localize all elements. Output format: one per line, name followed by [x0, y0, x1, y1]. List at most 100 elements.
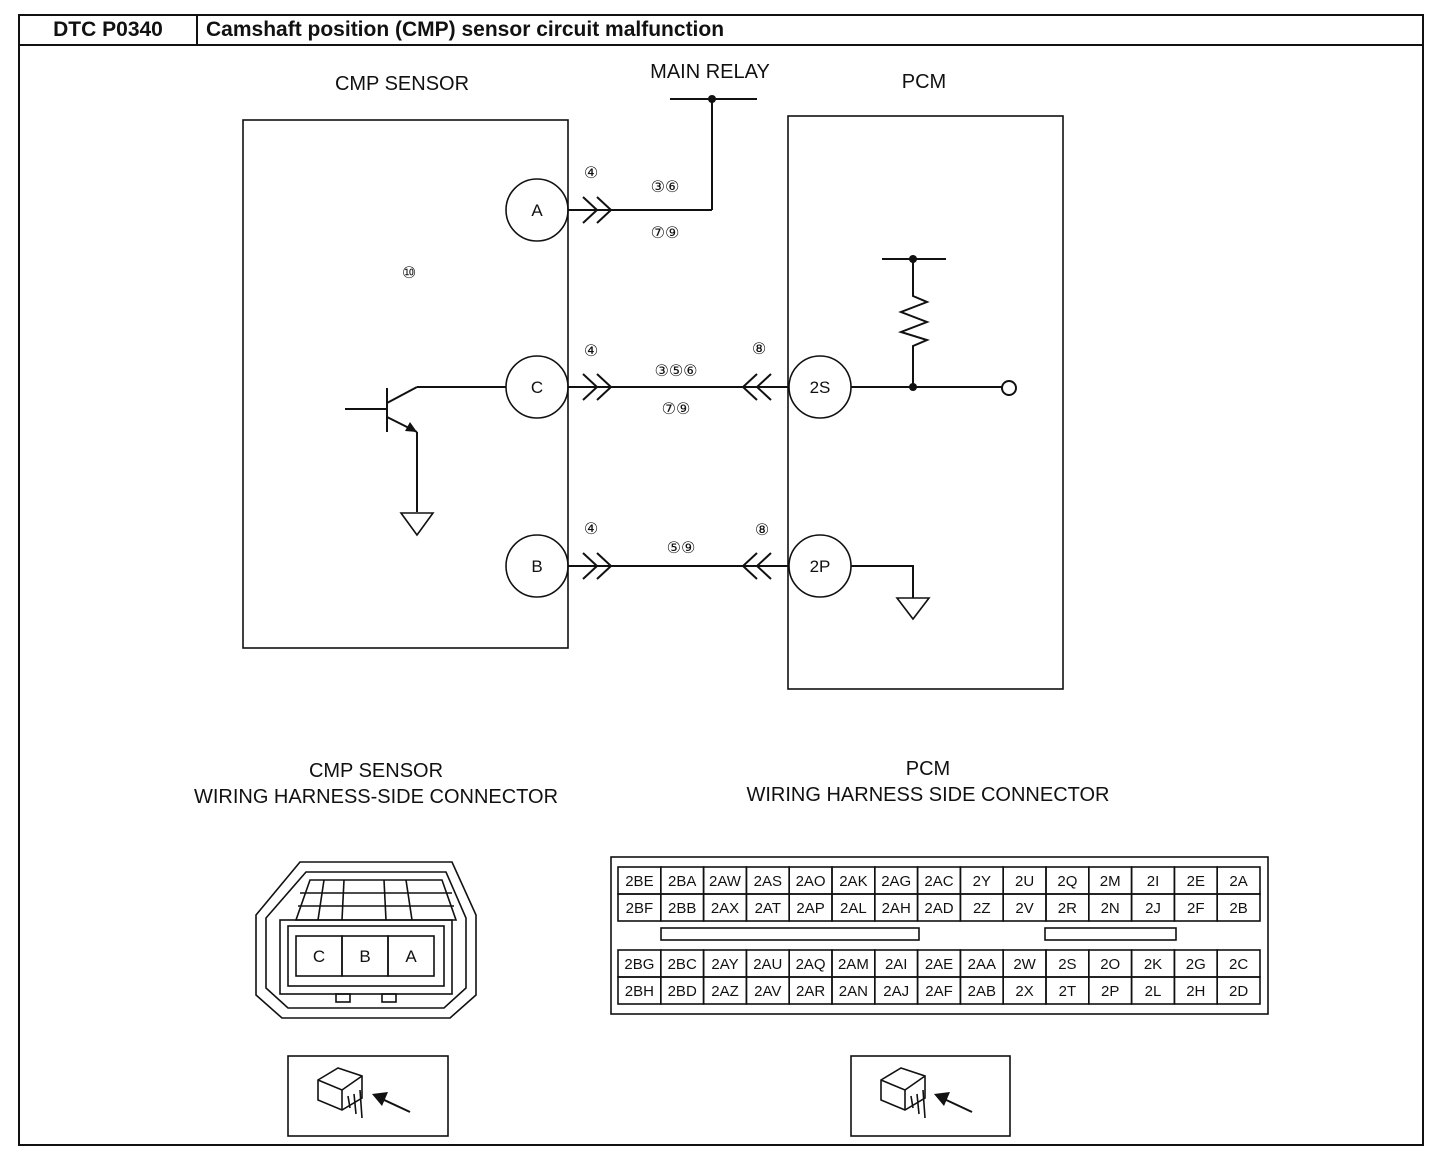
cmp-connector-caption: WIRING HARNESS-SIDE CONNECTOR: [194, 786, 558, 808]
pcm-connector-pins: 2BE 2BA 2AW 2AS 2AO 2AK 2AG 2AC 2Y 2U 2Q 2M 2I 2E 2A 2B…: [617, 866, 1261, 1005]
main-relay-label: MAIN RELAY: [650, 61, 770, 83]
pcm-pin-label: 2AP: [796, 900, 824, 917]
pcm-connector-caption: WIRING HARNESS SIDE CONNECTOR: [747, 784, 1110, 806]
pcm-pin-label: 2AY: [711, 956, 738, 973]
step-marker: ④: [584, 521, 598, 538]
cmp-connector-pin-label: C: [313, 947, 325, 966]
pcm-pin-label: 2F: [1187, 900, 1205, 917]
step-marker: ⑧: [752, 341, 766, 358]
cmp-connector-caption: CMP SENSOR: [309, 760, 443, 782]
pcm-pin-label: 2AA: [968, 956, 996, 973]
pcm-pin-label: 2AZ: [711, 983, 739, 1000]
step-marker: ⑧: [755, 522, 769, 539]
pcm-connector-key: [660, 927, 920, 941]
pcm-connector-outline: [610, 856, 1269, 1015]
pcm-connector-caption: PCM: [906, 758, 950, 780]
pcm-pin-label: 2BE: [625, 873, 653, 890]
pcm-pin-label: 2AI: [885, 956, 908, 973]
pcm-pin-label: 2AJ: [883, 983, 909, 1000]
pcm-pin-label: 2P: [1101, 983, 1119, 1000]
transistor-icon: [345, 386, 506, 512]
pcm-pin-label: 2AS: [754, 873, 782, 890]
dtc-code: DTC P0340: [20, 16, 198, 44]
pcm-pin-label: 2Q: [1057, 873, 1077, 890]
step-marker: ④: [584, 343, 598, 360]
pcm-pin-label: 2M: [1100, 873, 1121, 890]
pin-2p-label: 2P: [810, 557, 831, 576]
pcm-pin-label: 2J: [1145, 900, 1161, 917]
pin-2s-label: 2S: [810, 378, 831, 397]
pcm-pin-label: 2AE: [925, 956, 953, 973]
pcm-pin-label: 2BH: [625, 983, 654, 1000]
junction-dot: [708, 95, 716, 103]
pcm-pin-label: 2AQ: [796, 956, 826, 973]
junction-dot: [909, 383, 917, 391]
connector-chevron-icon: [741, 552, 772, 580]
cmp-connector-cell: [387, 935, 435, 977]
pcm-pin-label: 2K: [1144, 956, 1162, 973]
dtc-title: Camshaft position (CMP) sensor circuit m…: [206, 18, 725, 41]
pcm-pin-label: 2B: [1229, 900, 1247, 917]
pin-b-label: B: [531, 557, 542, 576]
pcm-pin-label: 2A: [1229, 873, 1247, 890]
pcm-pin-label: 2AU: [753, 956, 782, 973]
step-marker: ⑦⑨: [662, 401, 691, 418]
cmp-sensor-label: CMP SENSOR: [335, 73, 469, 95]
pcm-pin-label: 2AH: [882, 900, 911, 917]
pcm-pin-label: 2BA: [668, 873, 696, 890]
pcm-pin-label: 2AN: [839, 983, 868, 1000]
pcm-pin-label: 2AF: [925, 983, 953, 1000]
cmp-connector-pin-label: A: [405, 947, 417, 966]
pcm-pin-label: 2AB: [968, 983, 996, 1000]
resistor-icon: [897, 259, 930, 387]
pcm-pin-label: 2W: [1013, 956, 1036, 973]
ground-icon: [399, 512, 435, 537]
pcm-pin-label: 2AK: [839, 873, 867, 890]
pcm-pin-label: 2BC: [668, 956, 697, 973]
pin-a-label: A: [531, 201, 543, 220]
pcm-pin-label: 2Y: [973, 873, 991, 890]
pcm-pin-label: 2G: [1186, 956, 1206, 973]
pcm-pin-label: 2T: [1059, 983, 1077, 1000]
step-marker: ③⑥: [651, 179, 680, 196]
pcm-pin-label: 2BF: [626, 900, 654, 917]
connector-chevron-icon: [741, 373, 772, 401]
step-marker: ⑦⑨: [651, 225, 680, 242]
view-direction-icon: [850, 1055, 1011, 1137]
pcm-pin-label: 2AW: [709, 873, 742, 890]
step-marker: ⑩: [402, 265, 416, 282]
pcm-pin-label: 2C: [1229, 956, 1248, 973]
pcm-pin-label: 2I: [1147, 873, 1160, 890]
pcm-pin-label: 2AO: [796, 873, 826, 890]
pcm-pin-label: 2Z: [973, 900, 991, 917]
pcm-pin-label: 2X: [1015, 983, 1033, 1000]
ground-icon: [895, 597, 931, 621]
step-marker: ⑤⑨: [667, 540, 696, 557]
pcm-pin-label: 2BB: [668, 900, 696, 917]
cmp-connector-pin-label: B: [359, 947, 370, 966]
pcm-pin-label: 2AC: [924, 873, 953, 890]
pcm-connector-key: [1044, 927, 1177, 941]
cmp-sensor-box: [242, 119, 569, 649]
pcm-pin-label: 2S: [1058, 956, 1076, 973]
pcm-pin-cell: [1216, 976, 1261, 1005]
pcm-pin-label: 2AG: [881, 873, 911, 890]
pcm-pin-label: 2BG: [624, 956, 654, 973]
step-marker: ④: [584, 165, 598, 182]
cmp-connector-face: [255, 861, 477, 1019]
pcm-pin-label: 2O: [1100, 956, 1120, 973]
pcm-pin-cell: [1216, 893, 1261, 922]
pcm-pin-label: 2E: [1187, 873, 1205, 890]
pcm-ground-line: [851, 565, 914, 598]
pcm-pin-label: 2U: [1015, 873, 1034, 890]
pin-c-label: C: [531, 378, 543, 397]
pcm-pin-label: 2H: [1186, 983, 1205, 1000]
pcm-pin-label: 2AL: [840, 900, 867, 917]
pcm-pin-label: 2AM: [838, 956, 869, 973]
pcm-label: PCM: [902, 71, 946, 93]
dtc-header: DTC P0340 Camshaft position (CMP) sensor…: [18, 14, 1424, 46]
pcm-pin-label: 2R: [1058, 900, 1077, 917]
pcm-pin-label: 2AX: [711, 900, 739, 917]
